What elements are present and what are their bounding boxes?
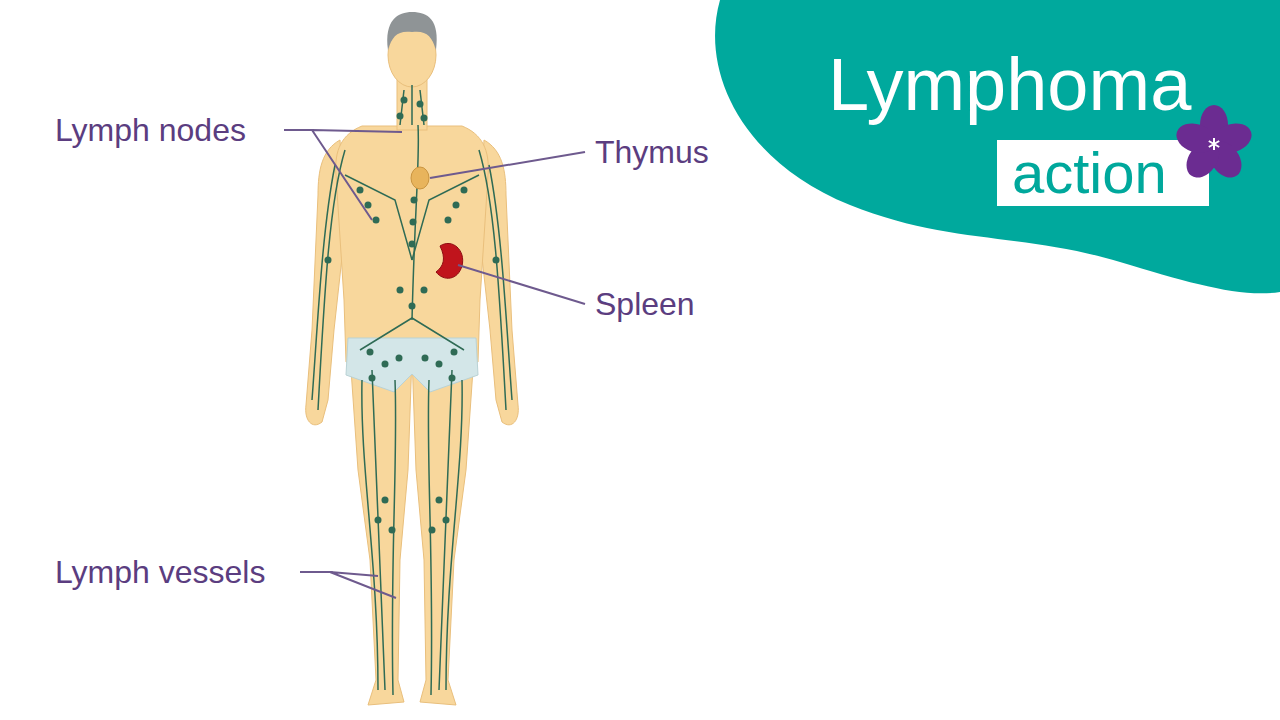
flower-petal (1173, 119, 1220, 158)
blob-fill (715, 0, 1280, 293)
left-leg (350, 355, 412, 705)
leader-lines (284, 130, 585, 598)
flower-star (1209, 138, 1219, 150)
logo-word: Lymphoma (828, 44, 1191, 125)
neck (397, 80, 427, 130)
logo-blob: Lymphoma action (700, 0, 1280, 300)
action-box: action (997, 140, 1209, 206)
lymph-node-dots (325, 97, 500, 534)
part-label: Lymph vessels (55, 554, 265, 590)
part-label: Thymus (595, 134, 709, 170)
thymus (411, 167, 429, 189)
spleen (436, 243, 463, 278)
hair (387, 12, 436, 50)
torso (336, 126, 489, 362)
part-label: Spleen (595, 286, 695, 322)
right-leg (412, 355, 474, 705)
logo-tag: action (1012, 140, 1167, 206)
part-label: Lymph nodes (55, 112, 246, 148)
